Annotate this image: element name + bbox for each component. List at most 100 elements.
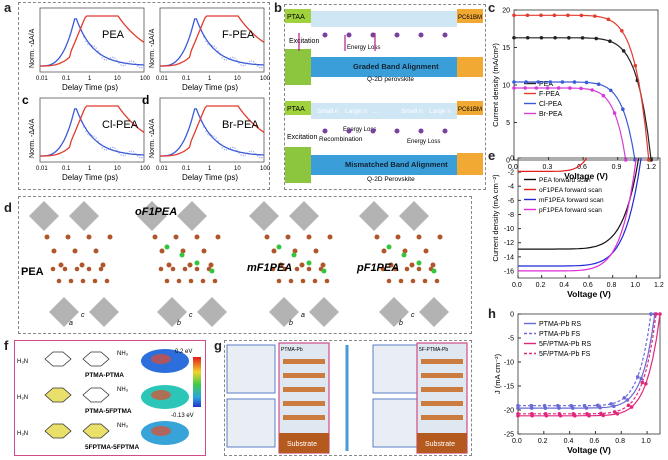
substrate-label: Substrate (287, 441, 317, 448)
panel-d-label: d (4, 200, 12, 215)
blue-data-point (101, 57, 104, 59)
carrier-dot (322, 128, 328, 134)
jv-marker (590, 88, 595, 92)
subplot-frame (159, 7, 265, 73)
axis-label: c (81, 312, 85, 319)
blue-data-point (93, 45, 95, 47)
x-tick-label: 0.2 (538, 438, 548, 445)
perovskite-layer (283, 401, 325, 406)
carbon-atom (312, 278, 318, 284)
blue-data-point (87, 133, 89, 135)
jv-curve-0 (518, 157, 640, 250)
jv-marker (582, 403, 587, 408)
jv-marker (601, 93, 606, 98)
carbon-atom (313, 248, 319, 254)
energy-loss-top: Energy Loss (347, 45, 380, 51)
blue-data-point (259, 66, 261, 69)
blue-data-point (120, 64, 122, 66)
blue-data-point (124, 64, 126, 66)
x-tick-label: 0.01 (36, 76, 48, 82)
carrier-dot (442, 128, 448, 134)
x-tick-label: 10 (114, 76, 121, 82)
legend-label: PEA (539, 81, 553, 88)
blue-data-point (103, 58, 106, 61)
film-tag: PTMA-Pb (281, 347, 303, 353)
x-tick-label: 1 (208, 166, 212, 172)
substrate-block (417, 433, 467, 453)
jv-marker (622, 396, 627, 400)
blue-data-point (200, 30, 203, 32)
blue-data-point (134, 153, 137, 155)
blue-data-point (97, 50, 99, 52)
blue-data-point (221, 147, 224, 149)
blue-data-point (232, 146, 234, 149)
x-tick-label: 1.2 (654, 282, 664, 289)
blue-data-point (238, 152, 240, 154)
x-tick-label: 0.2 (536, 282, 546, 289)
jv-marker (512, 86, 516, 90)
x-tick-label: 0.0 (512, 438, 522, 445)
y-axis-label: Norm. -ΔA/A (29, 28, 36, 68)
blue-data-point (244, 154, 246, 156)
substrate-block (279, 433, 329, 453)
esp-hotspot (151, 426, 171, 436)
carbon-atom (107, 234, 113, 240)
fluorine-atom (401, 252, 407, 258)
y-tick-label: -10 (504, 360, 514, 367)
n-phase-label-bot: ... (373, 108, 379, 115)
y-tick-label: -14 (504, 254, 514, 261)
carbon-atom (86, 266, 92, 272)
panel-b-band-diagram: PTAA PC61BM n = 1n = 2n = 3n > 3n = ∞ Ex… (285, 9, 483, 183)
carbon-atom (271, 248, 277, 254)
y-tick-label: 0 (510, 312, 514, 319)
jv-curve-0 (518, 313, 656, 409)
carbon-atom (86, 234, 92, 240)
fluorine-atom (431, 268, 437, 274)
jv-marker (654, 312, 658, 316)
jv-marker (609, 402, 613, 406)
jv-marker (579, 13, 584, 18)
carbon-atom (79, 262, 85, 268)
blue-data-point (254, 153, 257, 155)
y-tick-label: -4 (508, 184, 514, 191)
blue-data-point (134, 63, 137, 65)
carbon-atom (324, 278, 330, 284)
blue-data-point (101, 147, 104, 149)
blue-data-point (82, 126, 85, 128)
octahedron (269, 297, 299, 327)
blue-data-point (250, 150, 253, 152)
octahedron (359, 201, 389, 231)
carbon-atom (215, 234, 221, 240)
red-rise-curve (40, 105, 145, 157)
legend-label: 5F/PTMA-Pb RS (539, 341, 591, 348)
x-tick-label: 1 (88, 166, 92, 172)
jv-marker (569, 403, 573, 408)
blue-decay-curve (160, 108, 265, 157)
octahedron (137, 201, 167, 231)
blue-data-point (114, 57, 116, 59)
subplot-sample-label: Br-PEA (222, 119, 259, 131)
blue-data-point (99, 143, 102, 146)
subplot-sample-label: Cl-PEA (102, 119, 139, 131)
subplot-sample-label: F-PEA (222, 29, 255, 41)
ptaa-lower-top (285, 49, 311, 85)
jv-marker (553, 35, 557, 40)
perovskite-layer (421, 387, 463, 392)
blue-data-point (248, 150, 251, 153)
carbon-atom (282, 266, 288, 272)
x-tick-label: 0.4 (564, 438, 574, 445)
blue-data-point (116, 59, 118, 62)
jv-marker (556, 86, 561, 90)
blue-data-point (259, 156, 261, 159)
jv-marker (644, 382, 648, 386)
carrier-dot (394, 32, 400, 38)
x-tick-label: 1.0 (641, 438, 651, 445)
jv-marker (584, 406, 589, 410)
n-phase-label-bot: Large n (429, 108, 451, 115)
octahedron (29, 201, 59, 231)
benzene-ring (82, 423, 110, 439)
blue-data-point (227, 58, 230, 60)
